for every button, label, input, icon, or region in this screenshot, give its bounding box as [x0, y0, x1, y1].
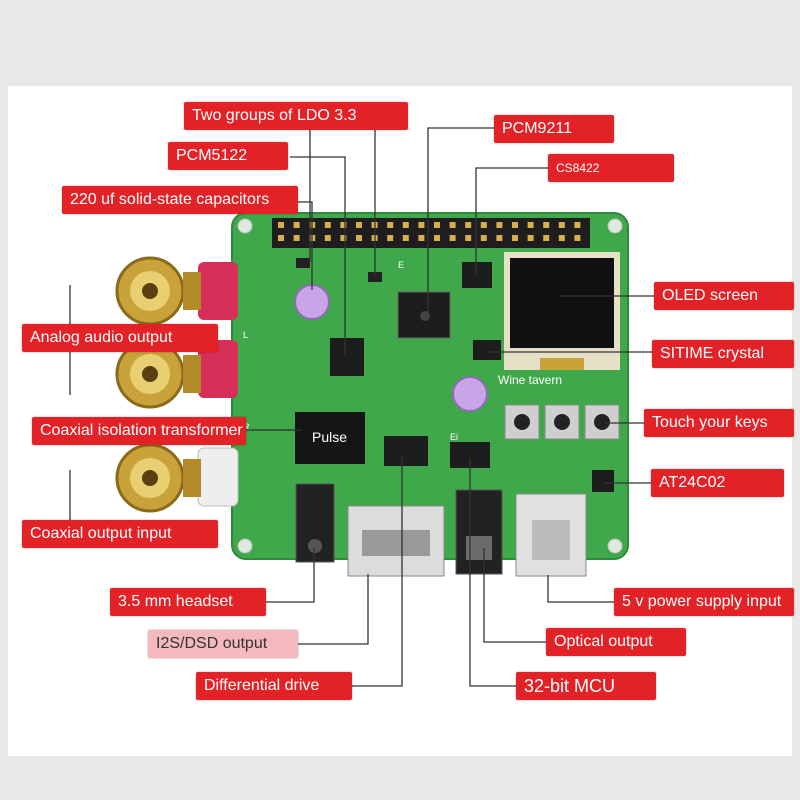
gpio-pin — [340, 222, 347, 228]
leader-pcm9211 — [427, 127, 494, 312]
mount-hole — [237, 538, 253, 554]
label-cs8422: CS8422 — [548, 154, 674, 182]
gpio-pin — [496, 222, 503, 228]
label-headset: 3.5 mm headset — [110, 588, 266, 616]
silk-mark-ei: Ei — [450, 432, 458, 442]
gpio-pin — [402, 235, 409, 241]
gpio-pin — [558, 235, 565, 241]
gpio-pin — [558, 222, 565, 228]
silk-mark-l: L — [243, 330, 248, 340]
label-at24c02: AT24C02 — [651, 469, 784, 497]
label-touch-keys: Touch your keys — [644, 409, 794, 437]
gpio-pin — [449, 235, 456, 241]
gpio-pin — [527, 222, 534, 228]
oled-screen-module — [504, 252, 620, 370]
leader-optical — [483, 548, 546, 643]
rca-jack-middle — [115, 339, 238, 409]
leader-headset — [250, 548, 315, 603]
gpio-pin — [543, 222, 550, 228]
gpio-pin — [356, 222, 362, 228]
gpio-pin — [465, 235, 472, 241]
gpio-pin — [480, 235, 487, 241]
gpio-header — [272, 218, 590, 248]
mount-hole — [237, 218, 253, 234]
label-pcm9211: PCM9211 — [494, 115, 614, 143]
gpio-pin — [449, 222, 456, 228]
gpio-pin — [324, 222, 331, 228]
gpio-pin — [293, 222, 300, 228]
label-32bit-mcu: 32-bit MCU — [516, 672, 656, 700]
mount-hole — [607, 218, 623, 234]
label-sitime-crystal: SITIME crystal — [652, 340, 794, 368]
silk-mark-r: R — [243, 422, 250, 432]
gpio-pin — [496, 235, 503, 241]
gpio-pin — [356, 235, 362, 241]
pulse-transformer: Pulse — [295, 412, 365, 464]
gpio-pin — [543, 235, 550, 241]
leader-pcm5122 — [290, 156, 346, 355]
leader-power — [547, 575, 614, 603]
capacitor-220uf — [294, 284, 330, 320]
gpio-pin — [465, 222, 472, 228]
label-coaxial-output: Coaxial output input — [22, 520, 218, 548]
gpio-pin — [387, 222, 394, 228]
sitime-crystal-chip — [473, 340, 501, 360]
label-differential-drive: Differential drive — [196, 672, 352, 700]
at24c02-chip — [592, 470, 614, 492]
leader-lines — [69, 127, 654, 687]
rca-jack-bottom — [115, 443, 239, 513]
gpio-pin — [278, 235, 284, 241]
gpio-pin — [278, 222, 284, 228]
mount-hole — [607, 538, 623, 554]
pulse-logo: Pulse — [312, 429, 347, 445]
touch-keys — [504, 404, 620, 440]
gpio-pin — [480, 222, 487, 228]
cs8422-chip — [462, 262, 492, 288]
gpio-pin — [434, 222, 440, 228]
leader-mcu — [469, 458, 516, 687]
leader-differential — [336, 456, 403, 687]
gpio-pin — [324, 235, 331, 241]
silkscreen-wine-tavern: Wine tavern — [498, 373, 562, 387]
label-pcm5122: PCM5122 — [168, 142, 288, 170]
gpio-pin — [418, 222, 425, 228]
label-optical-output: Optical output — [546, 628, 686, 656]
gpio-pin — [293, 235, 300, 241]
label-coaxial-isolation-transformer: Coaxial isolation transformer — [32, 417, 246, 445]
optical-connector — [455, 489, 503, 575]
differential-drive-chip — [384, 436, 428, 466]
silk-mark-e: E — [398, 260, 404, 270]
gpio-pin — [340, 235, 347, 241]
ldo-chip — [368, 272, 382, 282]
pcm5122-chip — [330, 338, 364, 376]
gpio-pin — [527, 235, 534, 241]
gpio-pin — [434, 235, 440, 241]
rca-jack-top — [115, 256, 238, 326]
gpio-pin — [512, 222, 518, 228]
gpio-pin — [418, 235, 425, 241]
label-220uf-capacitors: 220 uf solid-state capacitors — [62, 186, 298, 214]
label-analog-audio-output: Analog audio output — [22, 324, 218, 352]
ldo-chip — [296, 258, 310, 268]
gpio-pin — [574, 235, 581, 241]
leader-i2s — [282, 574, 369, 645]
gpio-pin — [512, 235, 518, 241]
gpio-pin — [574, 222, 581, 228]
leader-cs8422 — [475, 167, 548, 274]
label-two-groups-ldo: Two groups of LDO 3.3 — [184, 102, 408, 130]
gpio-pin — [387, 235, 394, 241]
label-oled-screen: OLED screen — [654, 282, 794, 310]
gpio-pin — [402, 222, 409, 228]
label-i2s-dsd-output: I2S/DSD output — [148, 630, 298, 658]
label-power-supply: 5 v power supply input — [614, 588, 794, 616]
capacitor-220uf-2 — [452, 376, 488, 412]
